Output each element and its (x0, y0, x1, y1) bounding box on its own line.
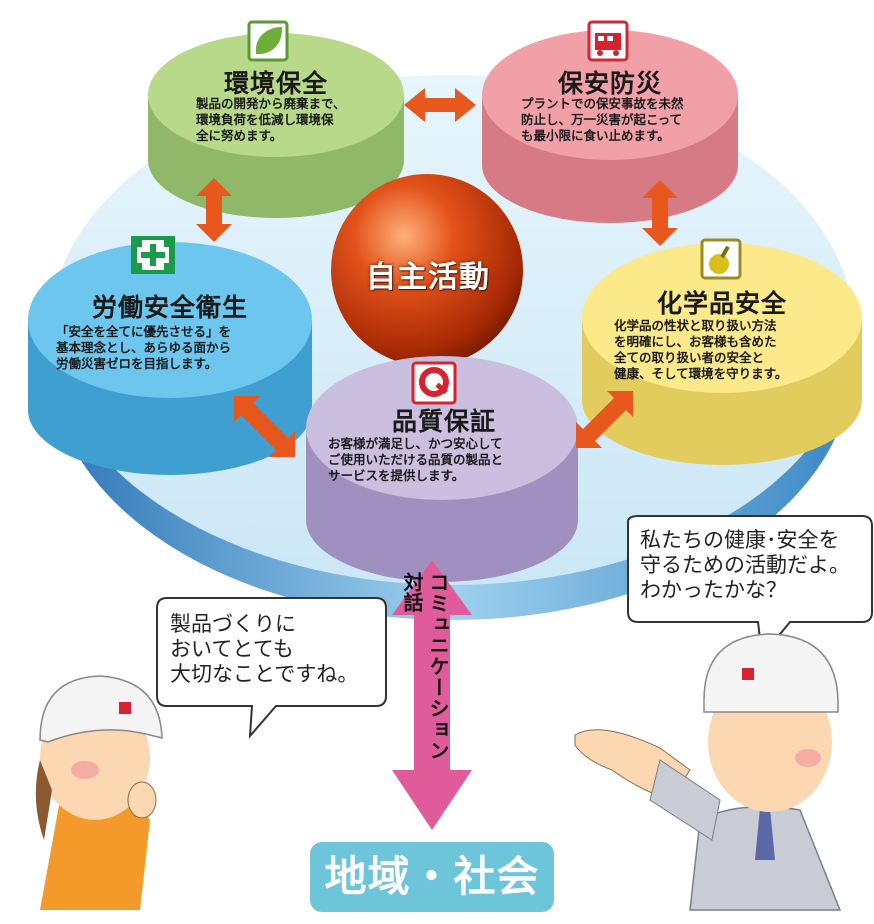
fire-truck-icon (587, 20, 629, 62)
communication-arrow (392, 560, 472, 830)
speech-bubble-right (627, 515, 873, 659)
text-disaster: プラントでの保安事故を未然 防止し、万一災害が起こって も最小限に食い止めます。 (521, 96, 684, 143)
arrow-labor-quality (234, 396, 295, 457)
arrow-quality-chemical (576, 391, 633, 448)
worker-female-illustration (35, 675, 163, 910)
text-quality: お客様が満足し、かつ安心して ご使用いただける品質の製品と サービスを提供します… (328, 436, 504, 483)
center-sphere (331, 174, 523, 366)
text-labor: 「安全を全てに優先させる」を 基本理念とし、あらゆる面から 労働災害ゼロを目指し… (56, 324, 232, 371)
title-labor: 労働安全衛生 (91, 293, 248, 322)
worker-male-illustration (574, 633, 842, 911)
quality-q-icon (411, 361, 457, 405)
cylinder-chemical (582, 243, 862, 465)
arrow-env-labor (196, 178, 232, 242)
safety-cross-icon (131, 236, 175, 274)
title-quality: 品質保証 (391, 407, 496, 436)
cylinder-labor (28, 242, 312, 475)
title-disaster: 保安防災 (557, 69, 662, 98)
title-chemical: 化学品安全 (656, 289, 787, 318)
dialogue-sub-label: 対話 (400, 572, 424, 612)
leaf-icon (247, 20, 289, 62)
speech-bubble-left (156, 597, 387, 739)
arrow-disaster-chemical (642, 180, 678, 246)
arrow-env-disaster (404, 88, 476, 122)
region-label: 地域・社会 (310, 842, 554, 912)
cylinder-disaster (482, 30, 738, 223)
center-label: 自主活動 (366, 260, 490, 295)
arrows (196, 88, 678, 457)
flask-icon (700, 238, 742, 280)
text-chemical: 化学品の性状と取り扱い方法 を明確にし、お客様も含めた 全ての取り扱い者の安全と… (614, 318, 788, 381)
cylinder-quality (306, 356, 578, 582)
title-environment: 環境保全 (223, 69, 328, 98)
dialogue-label: コミュニケーション (426, 572, 450, 761)
text-environment: 製品の開発から廃棄まで、 環境負荷を低減し環境保 全に努めます。 (196, 96, 346, 143)
bubble-right-text: 私たちの健康･安全を 守るための活動だよ。 わかったかな？ (640, 528, 850, 602)
bubble-left-text: 製品づくりに おいてとても 大切なことですね。 (170, 612, 359, 686)
